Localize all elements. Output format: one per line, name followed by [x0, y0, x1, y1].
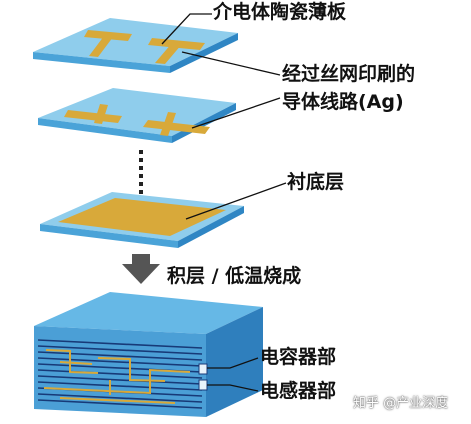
arrow-head: [122, 264, 160, 284]
label-capacitor: 电容器部: [260, 346, 337, 368]
label-dielectric-sheet: 介电体陶瓷薄板: [213, 1, 347, 23]
label-process: 积层 / 低温烧成: [167, 265, 302, 287]
sheet2-side: [172, 103, 236, 143]
substrate-sheet: [40, 192, 244, 248]
ltcc-block: [34, 292, 263, 417]
label-inductor: 电感器部: [260, 380, 337, 402]
leader-dielectric: [161, 13, 212, 45]
sheet2-top: [38, 88, 236, 136]
sheet1-side: [170, 33, 238, 73]
t-conductor-left-stem: [89, 36, 113, 57]
leader-inductor: [207, 384, 259, 392]
substrate-conductor-area: [58, 198, 226, 236]
conductor-line-right-horizontal: [143, 120, 210, 134]
arrow-shaft: [132, 254, 150, 264]
conductor-line-left-horizontal: [64, 110, 122, 123]
printed-conductor-sheet: [38, 88, 236, 143]
inductor-pattern: [43, 368, 191, 404]
capacitor-marker: [198, 363, 208, 375]
label-conductor-line2: 导体线路(Ag): [282, 91, 404, 113]
t-conductor-left-bar: [84, 30, 132, 41]
sheet2-front: [38, 118, 172, 143]
block-top: [34, 292, 263, 334]
sheet1-front: [33, 52, 170, 73]
leader-substrate: [185, 182, 287, 220]
sheet1-top: [33, 18, 238, 66]
leader-conductor-bottom: [191, 97, 281, 129]
dielectric-ceramic-sheet: [33, 18, 238, 73]
conductor-line-left-vertical: [94, 104, 108, 124]
conductor-line-right-vertical: [160, 112, 176, 136]
block-layer-stripes: [37, 339, 203, 409]
sheet3-front: [40, 224, 178, 248]
watermark: 知乎 @产业深度: [353, 396, 449, 411]
inductor-marker: [198, 379, 208, 391]
t-conductor-right-stem: [155, 43, 182, 64]
sheet3-side: [178, 206, 244, 248]
process-arrow: [122, 254, 160, 284]
label-conductor-line1: 经过丝网印刷的: [282, 63, 416, 85]
leader-capacitor: [207, 357, 259, 369]
leader-lines: [161, 13, 287, 392]
label-substrate: 衬底层: [287, 171, 345, 193]
capacitor-pattern: [45, 349, 166, 382]
leader-conductor-top: [181, 51, 281, 76]
